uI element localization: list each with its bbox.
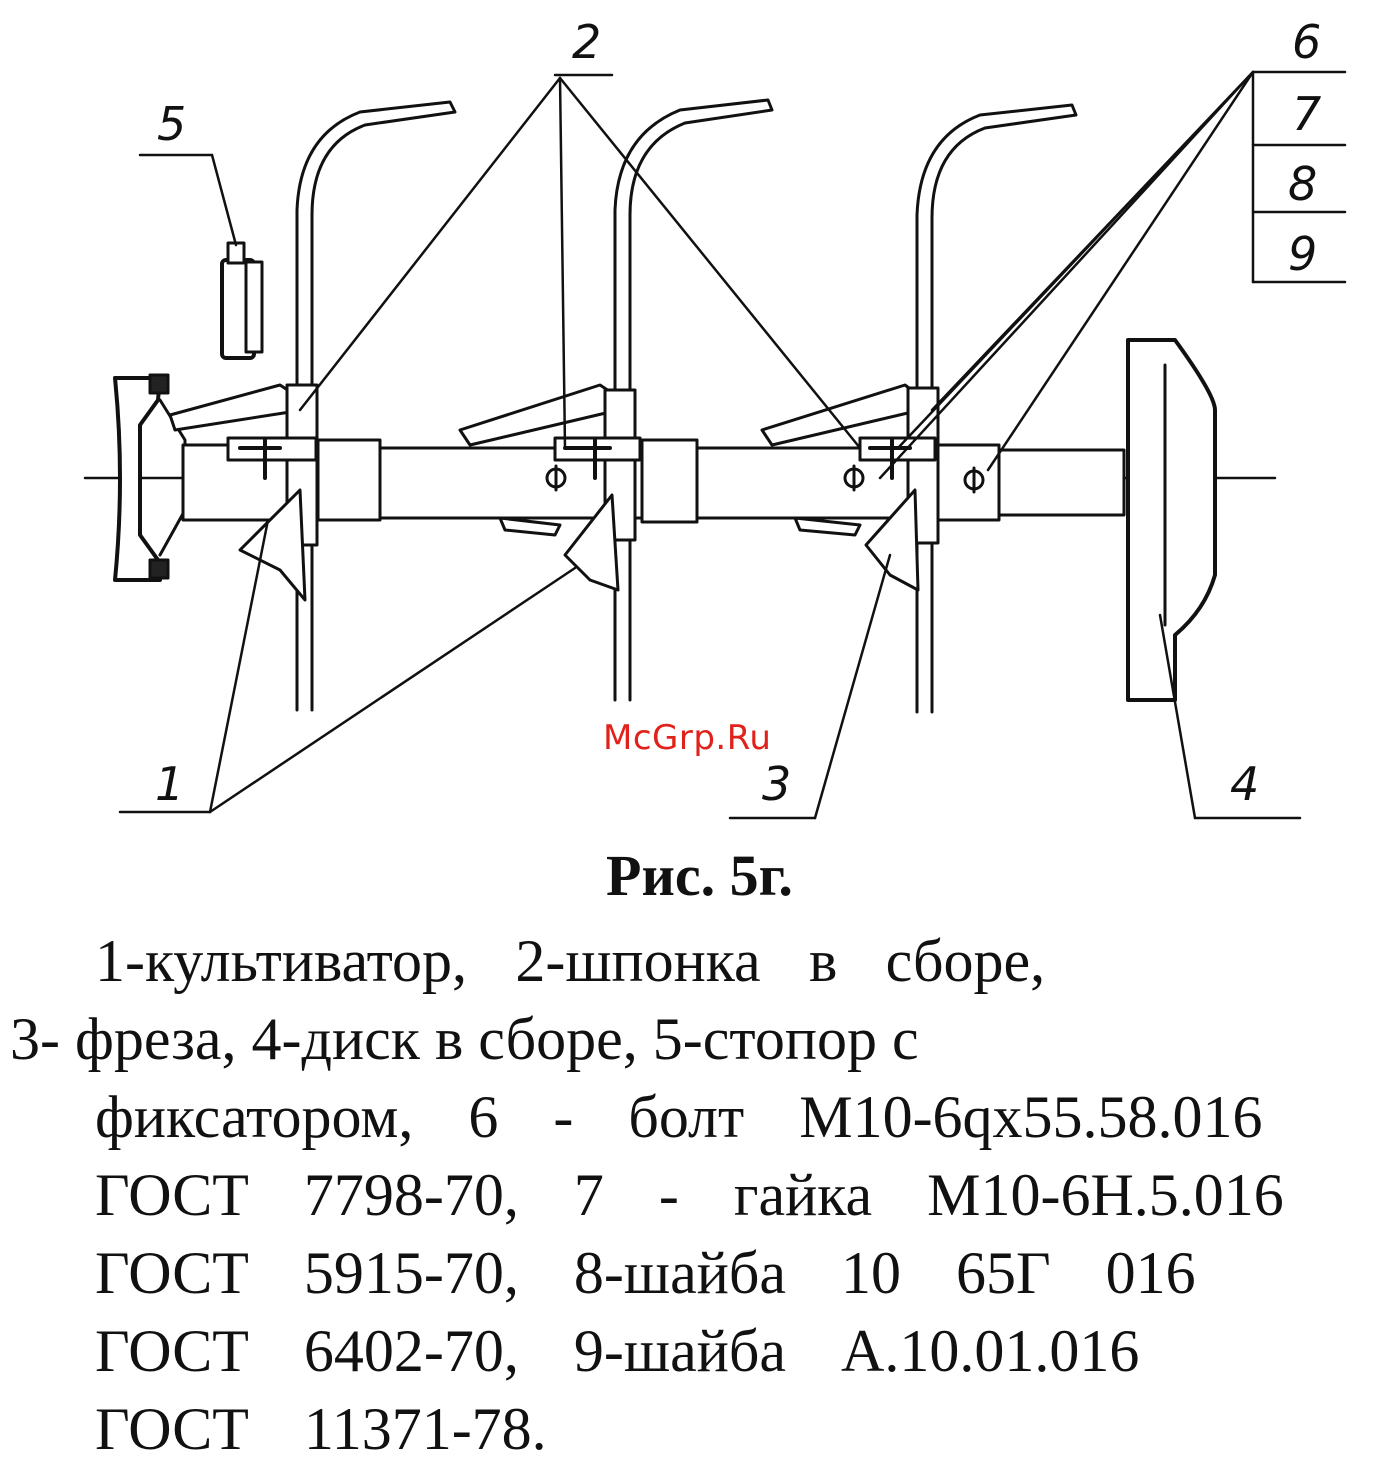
stopper-with-clamp xyxy=(222,243,262,358)
tiller-tine-2 xyxy=(460,100,772,700)
legend-line-4: ГОСТ 7798-70, 7 - гайка М10-6Н.5.016 xyxy=(95,1156,1284,1234)
figure-caption-title: Рис. 5г. xyxy=(0,842,1399,909)
legend-line-6: ГОСТ 6402-70, 9-шайба А.10.01.016 xyxy=(95,1312,1139,1390)
cultivator-tine-1 xyxy=(170,102,455,710)
callout-5: 5 xyxy=(157,97,186,151)
callout-4: 4 xyxy=(1230,757,1259,811)
callout-6: 6 xyxy=(1292,15,1321,69)
callout-1: 1 xyxy=(155,757,184,811)
callout-8: 8 xyxy=(1288,157,1317,211)
legend-line-5: ГОСТ 5915-70, 8-шайба 10 65Г 016 xyxy=(95,1234,1196,1312)
legend-line-3: фиксатором, 6 - болт М10-6qх55.58.016 xyxy=(95,1078,1263,1156)
disc-assembly xyxy=(1128,340,1215,700)
callout-2: 2 xyxy=(572,15,601,69)
callout-9: 9 xyxy=(1288,227,1317,281)
legend-line-7: ГОСТ 11371-78. xyxy=(95,1390,547,1468)
callout-7: 7 xyxy=(1292,87,1321,141)
legend-line-2: 3- фреза, 4-диск в сборе, 5-стопор с xyxy=(10,1000,1385,1078)
legend-line-1: 1-культиватор, 2-шпонка в сборе, xyxy=(95,922,1275,1000)
watermark: McGrp.Ru xyxy=(603,718,771,758)
callout-3: 3 xyxy=(762,757,791,811)
